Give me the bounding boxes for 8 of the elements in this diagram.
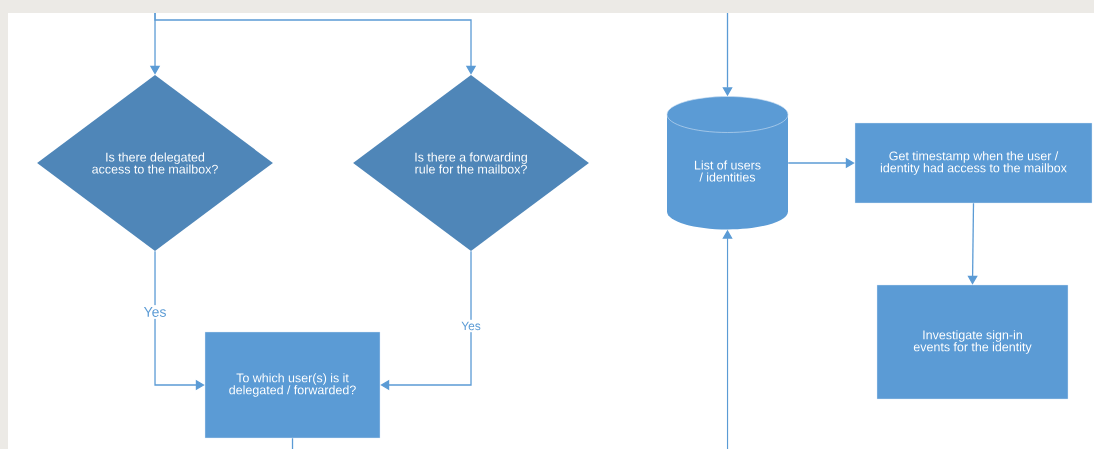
edge-label: Yes: [141, 305, 169, 319]
arrow: [380, 250, 472, 391]
process-box: Investigate sign-in events for the identity: [876, 284, 1069, 400]
arrow: [967, 202, 978, 285]
process-box: To which user(s) is it delegated / forwarded?: [204, 331, 381, 439]
process-box: Get timestamp when the user / identity had access to the mailbox: [854, 122, 1093, 204]
arrow: [154, 12, 477, 75]
database-cylinder: List of users / identities: [666, 96, 789, 230]
